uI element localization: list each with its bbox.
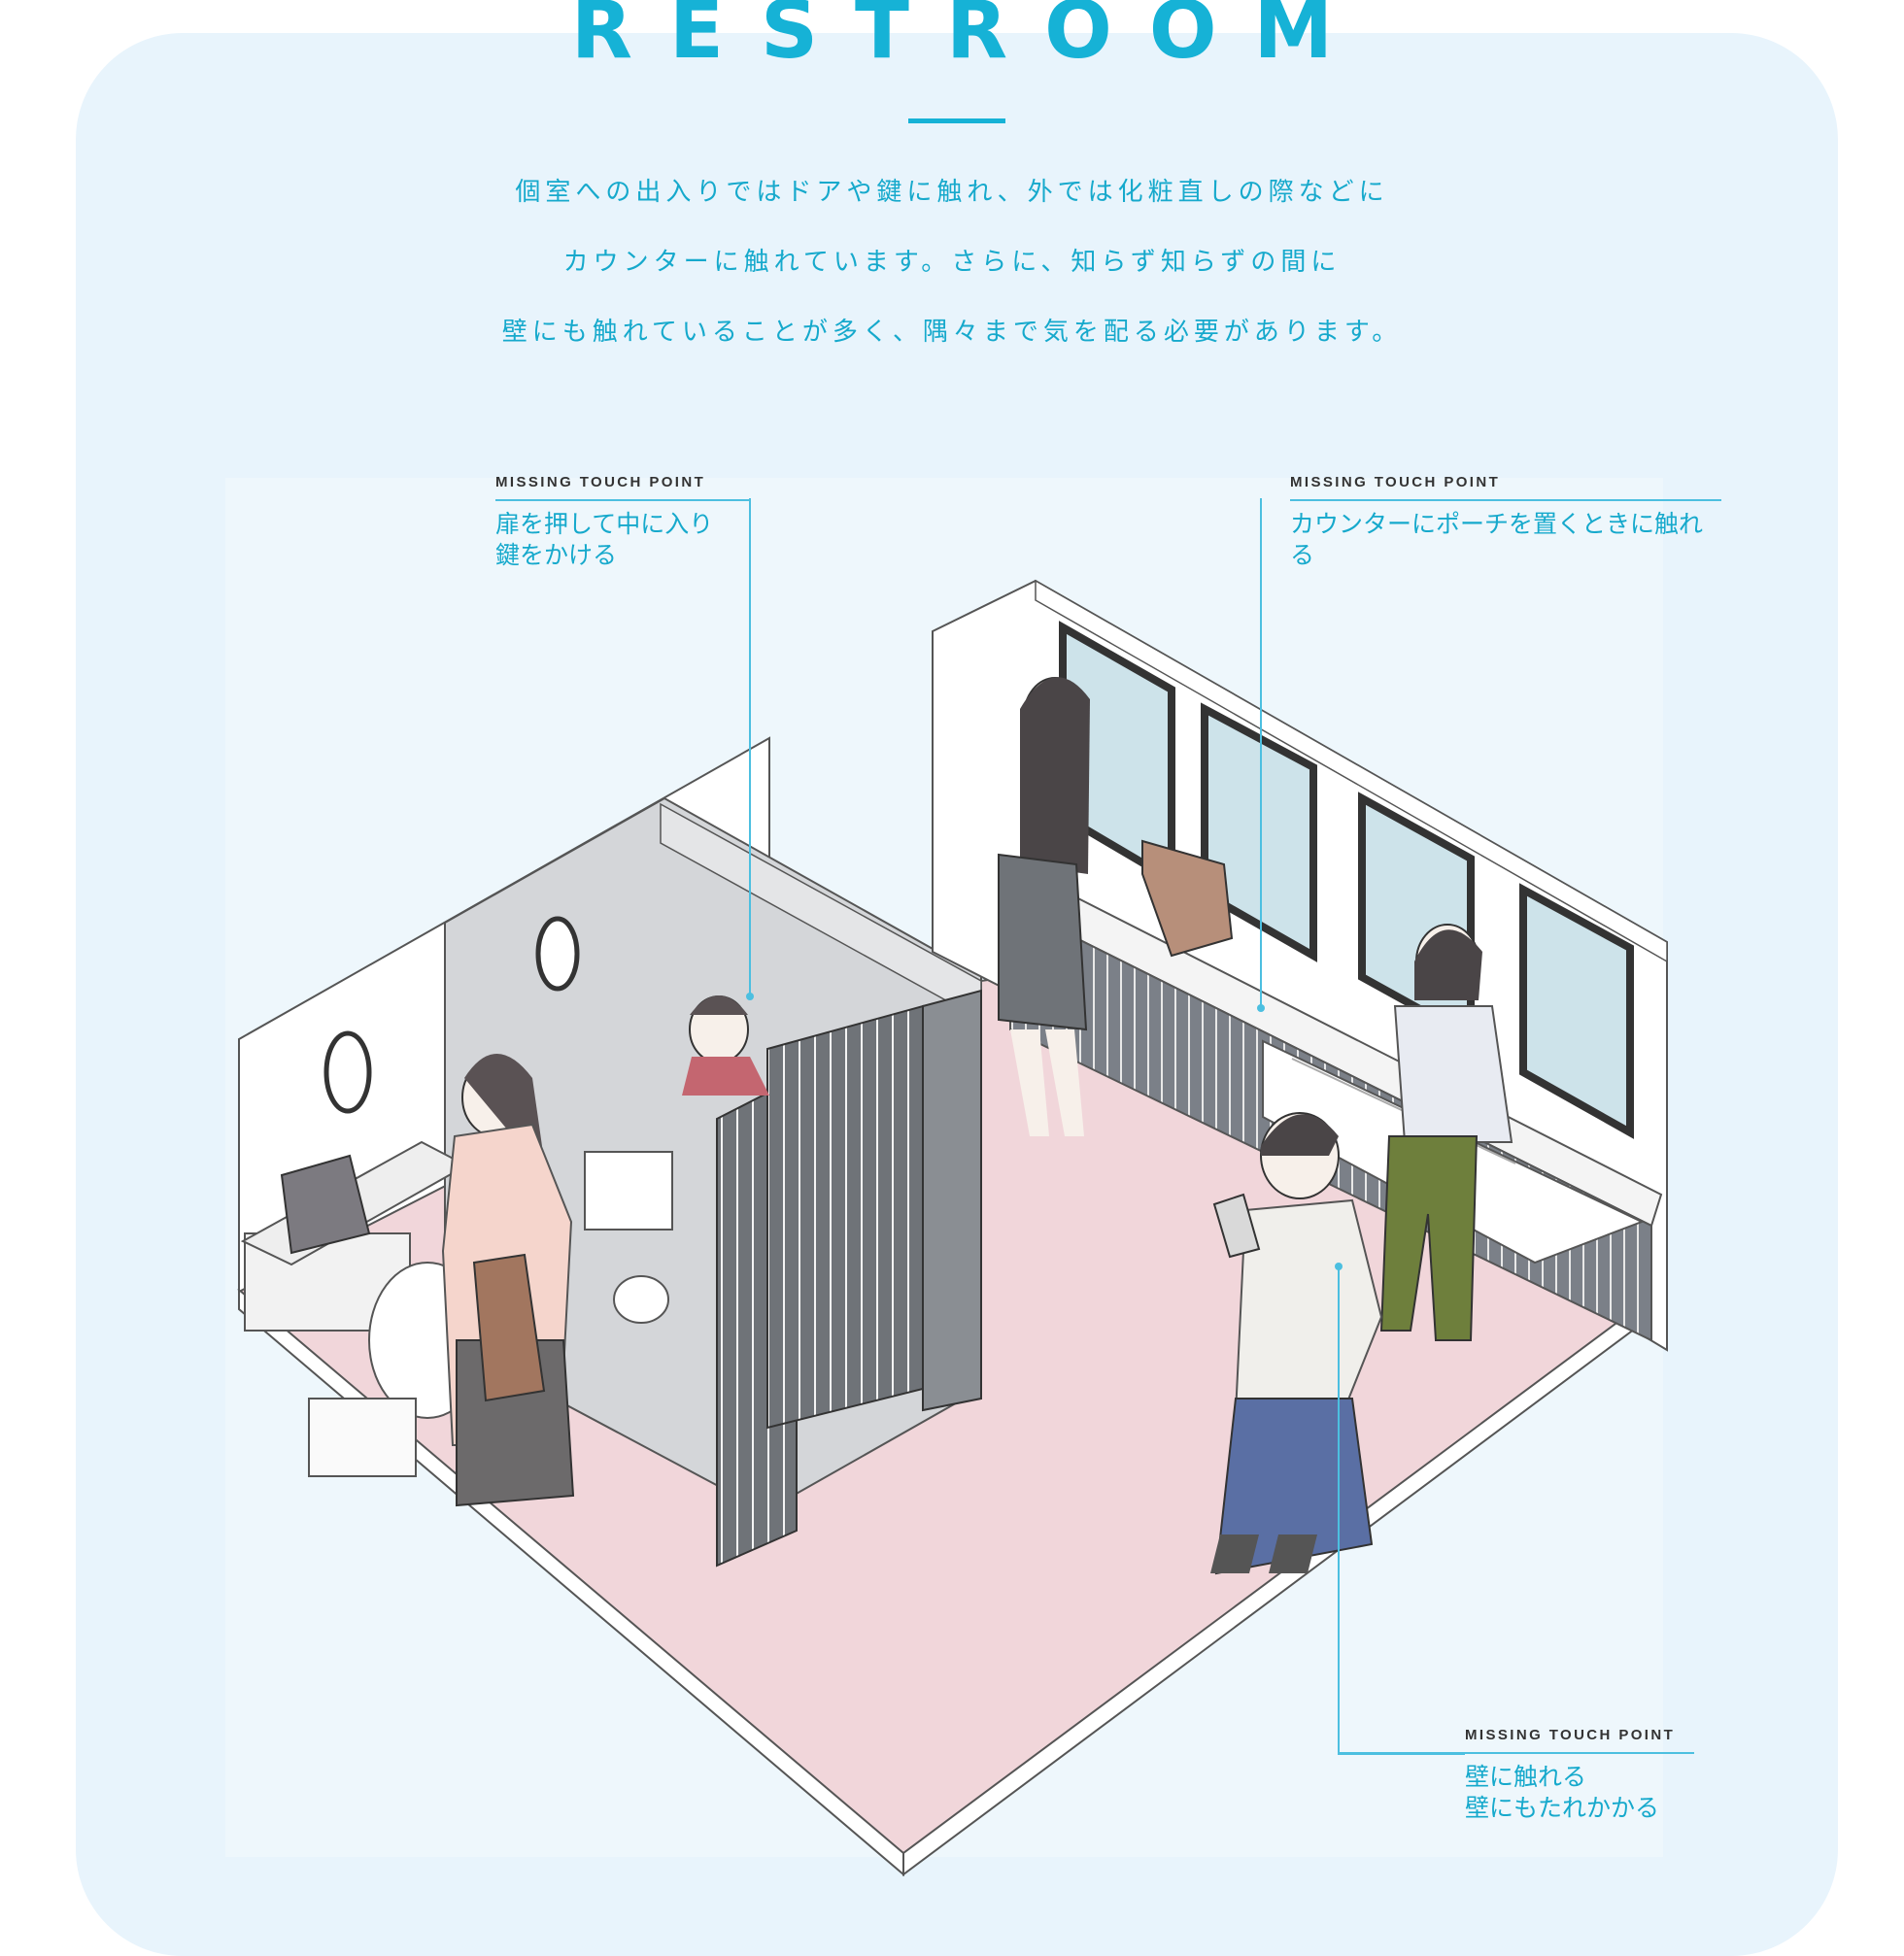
callout-label: MISSING TOUCH POINT [495,472,750,501]
intro-line: 壁にも触れていることが多く、隅々まで気を配る必要があります。 [501,318,1403,347]
title-underline [908,118,1005,123]
intro-text: 個室への出入りではドアや鍵に触れ、外では化粧直しの際などに カウンターに触れてい… [0,167,1904,377]
callout-label: MISSING TOUCH POINT [1339,1725,1694,1754]
callout-text: 壁に触れる 壁にもたれかかる [1465,1763,1660,1822]
restroom-illustration [237,498,1668,1877]
callout-leader-line [1338,1266,1465,1755]
page-title: RESTROOM [570,0,1371,77]
callout-counter: MISSING TOUCH POINT カウンターにポーチを置くときに触れる [1290,472,1721,571]
callout-label: MISSING TOUCH POINT [1290,472,1721,501]
stall-door [766,1004,924,1430]
mirror [1201,702,1317,962]
callout-door-lock: MISSING TOUCH POINT 扉を押して中に入り 鍵をかける [495,472,750,571]
callout-text: カウンターにポーチを置くときに触れる [1290,510,1704,569]
mirror [1519,883,1634,1139]
callout-wall: MISSING TOUCH POINT 壁に触れる 壁にもたれかかる [1339,1725,1694,1824]
callout-text: 扉を押して中に入り 鍵をかける [495,510,714,569]
intro-line: 個室への出入りではドアや鍵に触れ、外では化粧直しの際などに [515,178,1389,207]
intro-line: カウンターに触れています。さらに、知らず知らずの間に [562,248,1342,277]
